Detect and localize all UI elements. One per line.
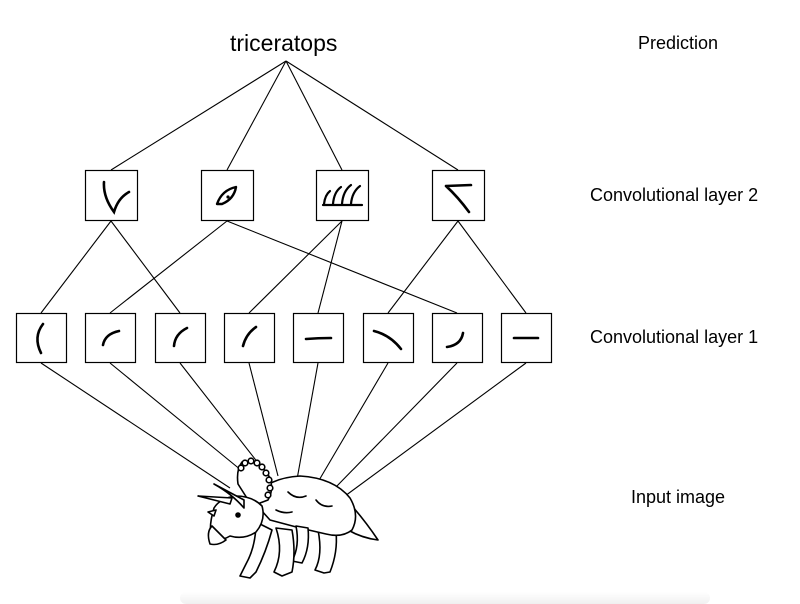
row-label-input-image: Input image (631, 487, 726, 507)
row-label-convolutional-layer-1: Convolutional layer 1 (590, 327, 759, 347)
layer2-boxes (84, 169, 486, 222)
l1-feature-horizontal-line (292, 312, 345, 364)
row-label-prediction: Prediction (638, 33, 719, 53)
row-label-convolutional-layer-2: Convolutional layer 2 (590, 185, 759, 205)
connections-layer2-to-layer1 (40, 220, 527, 314)
bottom-edge-shadow (180, 592, 710, 604)
connections-prediction-to-layer2 (110, 60, 459, 171)
l2-feature-frill-spikes (315, 169, 370, 222)
l2-feature-horn (431, 169, 486, 222)
l1-feature-short-curve (84, 312, 137, 364)
l1-feature-slant-line (223, 312, 276, 364)
l1-feature-hook-curve (431, 312, 484, 364)
frill-knobs (237, 457, 274, 499)
input-image-triceratops (197, 457, 379, 579)
l1-feature-diagonal-line (362, 312, 415, 364)
connections-layer1-to-input (40, 362, 527, 497)
l2-feature-eye (200, 169, 255, 222)
l1-feature-slant-curve (154, 312, 207, 364)
l2-feature-curve-v (84, 169, 139, 222)
prediction-output-label: triceratops (230, 30, 338, 56)
l1-feature-left-arc (15, 312, 68, 364)
l1-feature-short-horizontal (500, 312, 553, 364)
layer1-boxes (15, 312, 553, 364)
